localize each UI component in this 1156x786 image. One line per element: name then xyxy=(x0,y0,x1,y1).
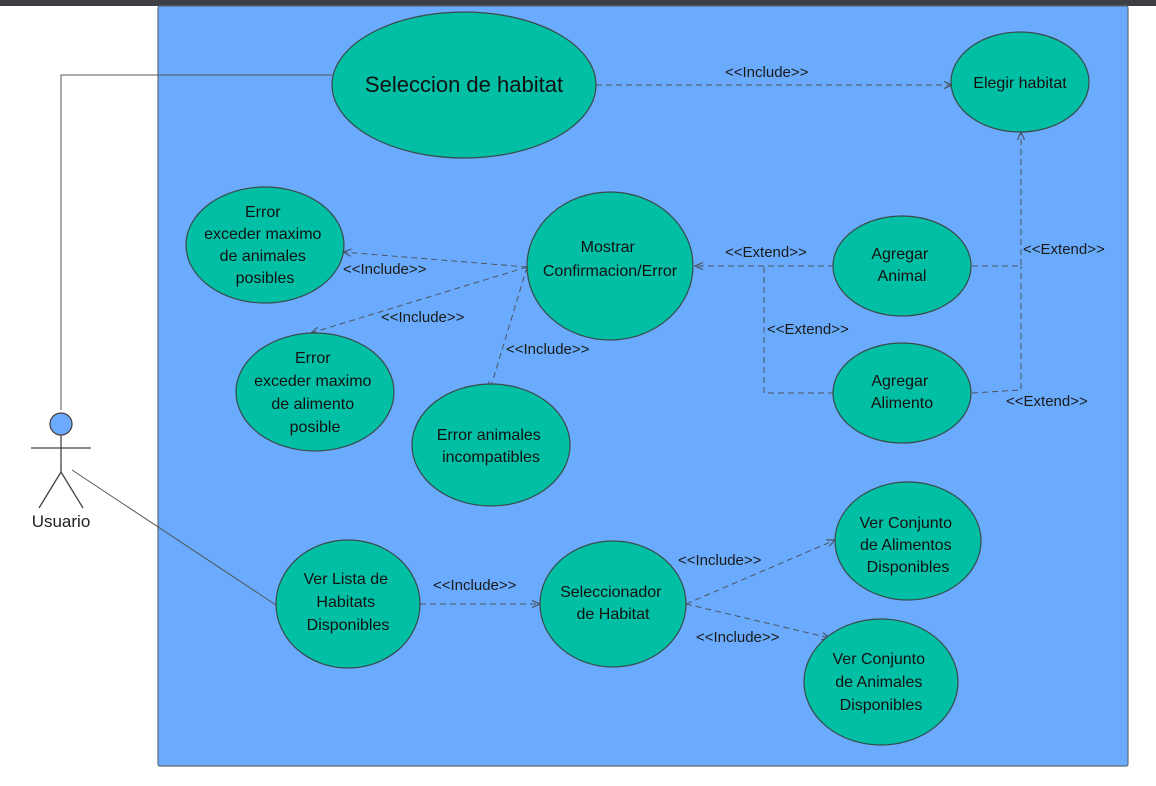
svg-text:Elegir habitat: Elegir habitat xyxy=(973,75,1067,92)
usecase-seleccionador-habitat: Seleccionador de Habitat xyxy=(539,540,687,668)
svg-text:Agregar Animal: Agregar Animal xyxy=(871,246,932,285)
usecase-error-max-alimento: Error exceder maximo de alimento posible xyxy=(235,332,395,452)
association-seleccion xyxy=(60,74,332,410)
usecase-mostrar-confirmacion: Mostrar Confirmacion/Error xyxy=(526,191,694,341)
label-include-elegir: <<Include>> xyxy=(725,64,809,81)
label-include-err-animales: <<Include>> xyxy=(343,261,427,278)
usecase-ver-lista-habitats: Ver Lista de Habitats Disponibles xyxy=(275,539,421,669)
label-include-err-alimento: <<Include>> xyxy=(381,309,465,326)
actor-usuario: Usuario xyxy=(31,412,91,531)
usecase-error-incompatibles: Error animales incompatibles xyxy=(411,383,571,507)
label-include-alimentos: <<Include>> xyxy=(678,552,762,569)
label-include-seleccionador: <<Include>> xyxy=(433,577,517,594)
usecase-elegir-habitat: Elegir habitat xyxy=(950,31,1090,133)
usecase-agregar-animal: Agregar Animal xyxy=(832,215,972,317)
label-extend-alimento-mostrar: <<Extend>> xyxy=(767,321,849,338)
actor-label: Usuario xyxy=(32,512,91,531)
svg-text:Ver Conjunto de Alimento: Ver Conjunto de Alimentos Disponibles xyxy=(860,515,957,576)
rel-extend-alimento-elegir xyxy=(971,266,1022,394)
usecase-seleccion-habitat: Seleccion de habitat xyxy=(331,11,597,159)
svg-text:Error animales incompati: Error animales incompatibles xyxy=(437,427,545,466)
usecase-ver-animales: Ver Conjunto de Animales Disponibles xyxy=(803,618,959,746)
rel-extend-alimento xyxy=(763,266,834,394)
svg-text:Ver Conjunto de Animales: Ver Conjunto de Animales Disponibles xyxy=(833,651,930,714)
svg-text:Error exceder maximo: Error exceder maximo de animales posible… xyxy=(204,204,326,287)
association-ver-lista xyxy=(71,469,277,606)
rel-include-err-alimento xyxy=(311,266,528,333)
svg-text:Error exceder maximo: Error exceder maximo de alimento posible xyxy=(254,350,376,436)
usecase-ver-alimentos: Ver Conjunto de Alimentos Disponibles xyxy=(834,481,982,601)
svg-text:Agregar Alimento: Agregar Alimento xyxy=(871,373,933,412)
usecase-agregar-alimento: Agregar Alimento xyxy=(832,342,972,444)
label-extend-animal-elegir: <<Extend>> xyxy=(1023,241,1105,258)
label-extend-animal-mostrar: <<Extend>> xyxy=(725,244,807,261)
actor-head-icon xyxy=(49,412,73,436)
svg-text:Mostrar Confirmacion/Err: Mostrar Confirmacion/Error xyxy=(543,239,678,280)
top-bar xyxy=(0,0,1156,6)
rel-include-animales xyxy=(685,603,830,638)
rel-include-err-animales xyxy=(343,252,528,268)
usecase-error-max-animales: Error exceder maximo de animales posible… xyxy=(185,186,345,304)
svg-text:Seleccion de habitat: Seleccion de habitat xyxy=(365,72,563,97)
svg-text:Seleccionador de Habitat: Seleccionador de Habitat xyxy=(560,584,666,623)
rel-include-err-incompat xyxy=(490,266,528,390)
rel-include-alimentos xyxy=(685,540,835,605)
label-include-animales: <<Include>> xyxy=(696,629,780,646)
svg-text:Ver Lista de Habitats: Ver Lista de Habitats Disponibles xyxy=(304,571,393,634)
label-include-err-incompat: <<Include>> xyxy=(506,341,590,358)
label-extend-alimento-elegir: <<Extend>> xyxy=(1006,393,1088,410)
